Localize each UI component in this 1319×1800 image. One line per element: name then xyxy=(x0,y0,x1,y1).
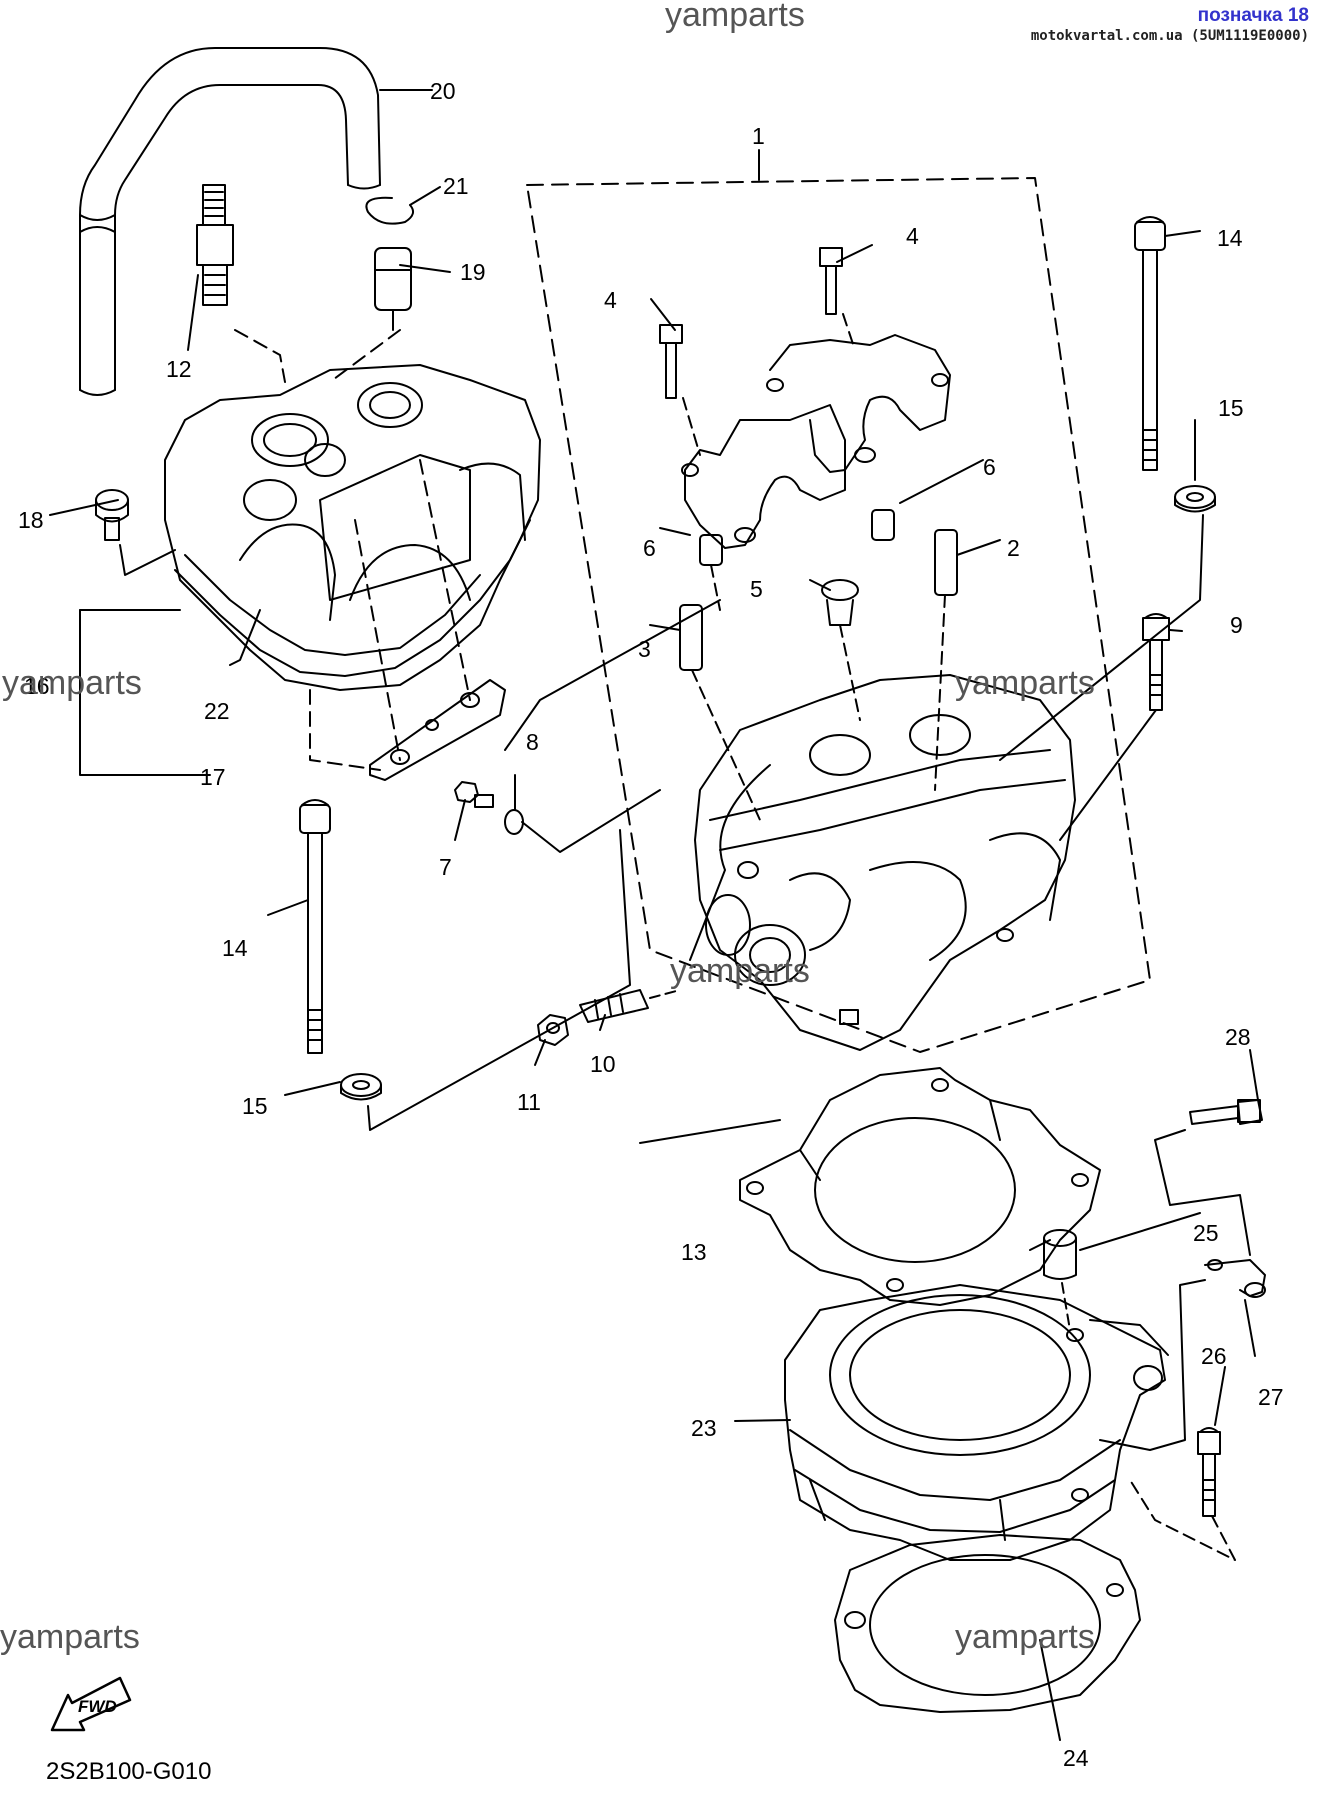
fwd-arrow: FWD xyxy=(50,1676,132,1732)
callout-24: 24 xyxy=(1063,1745,1089,1771)
copper-washer xyxy=(504,809,524,835)
callout-8: 8 xyxy=(526,729,539,755)
cylinder-head xyxy=(694,674,1076,1051)
oil-seal xyxy=(821,579,859,626)
callout-18: 18 xyxy=(18,507,44,533)
callout-11: 11 xyxy=(517,1089,541,1115)
cylinder-bolt xyxy=(1197,1427,1221,1517)
callout-28: 28 xyxy=(1225,1024,1251,1050)
head-bolt-side xyxy=(1142,613,1170,711)
callout-9: 9 xyxy=(1230,612,1243,638)
callout-27: 27 xyxy=(1258,1384,1284,1410)
watermark: yamparts xyxy=(670,952,810,990)
cylinder-bolt-upper xyxy=(1189,1099,1263,1125)
callout-6: 6 xyxy=(643,535,656,561)
diagram-code: 2S2B100-G010 xyxy=(46,1758,212,1785)
chain-guide-stopper xyxy=(1204,1259,1266,1298)
spark-plug xyxy=(196,184,234,306)
callout-15: 15 xyxy=(242,1093,268,1119)
head-bolt-washer xyxy=(1174,485,1216,513)
callout-15: 15 xyxy=(1218,395,1244,421)
cylinder-base-gasket xyxy=(834,1534,1141,1713)
callout-7: 7 xyxy=(439,854,452,880)
watermark: yamparts xyxy=(2,664,142,702)
head-bolt-washer xyxy=(340,1073,382,1101)
flange-nut xyxy=(537,1014,569,1046)
small-bolt xyxy=(454,781,494,808)
watermark-top: yamparts xyxy=(665,0,805,34)
badge-title: позначка 18 xyxy=(1197,5,1309,26)
watermark: yamparts xyxy=(955,664,1095,702)
callout-16: 16 xyxy=(24,673,50,699)
cylinder-head-gasket xyxy=(739,1067,1101,1306)
fwd-label: FWD xyxy=(78,1697,117,1716)
callout-10: 10 xyxy=(590,1051,616,1077)
callout-21: 21 xyxy=(443,173,469,199)
dowel-pin xyxy=(699,534,723,566)
head-bolt-long xyxy=(1134,216,1166,471)
callout-26: 26 xyxy=(1201,1343,1227,1369)
callout-4: 4 xyxy=(906,223,919,249)
badge-source: motokvartal.com.ua (5UM1119E0000) xyxy=(1030,27,1309,44)
callout-2: 2 xyxy=(1007,535,1020,561)
callout-25: 25 xyxy=(1193,1220,1219,1246)
callout-3: 3 xyxy=(638,636,651,662)
cylinder-block xyxy=(784,1284,1169,1561)
cylinder-dowel xyxy=(1043,1229,1077,1280)
valve-guide xyxy=(934,529,958,596)
breather-hose xyxy=(79,47,381,396)
callout-6: 6 xyxy=(983,454,996,480)
cover-bolt xyxy=(95,489,129,541)
callout-4: 4 xyxy=(604,287,617,313)
cam-cap-bolts xyxy=(659,247,843,399)
camshaft-caps xyxy=(681,334,951,549)
hose-clamp xyxy=(365,196,415,225)
watermark: yamparts xyxy=(0,1618,140,1656)
valve-guide xyxy=(679,604,703,671)
callout-19: 19 xyxy=(460,259,486,285)
cylinder-head-cover xyxy=(164,364,541,691)
callout-17: 17 xyxy=(200,764,226,790)
callout-13: 13 xyxy=(681,1239,707,1265)
watermark: yamparts xyxy=(955,1618,1095,1656)
cover-plate xyxy=(369,679,506,781)
callout-20: 20 xyxy=(430,78,456,104)
callout-23: 23 xyxy=(691,1415,717,1441)
callout-5: 5 xyxy=(750,576,763,602)
head-assembly-boundary xyxy=(526,177,1151,1053)
callout-12: 12 xyxy=(166,356,192,382)
exhaust-stud xyxy=(579,989,649,1023)
callout-1: 1 xyxy=(752,123,765,149)
callout-14: 14 xyxy=(1217,225,1243,251)
head-bolt-long xyxy=(299,799,331,1054)
dowel-pin xyxy=(871,509,895,541)
callout-14: 14 xyxy=(222,935,248,961)
breather-joint xyxy=(374,247,412,331)
callout-22: 22 xyxy=(204,698,230,724)
source-badge: позначка 18 motokvartal.com.ua (5UM1119E… xyxy=(1031,4,1309,45)
